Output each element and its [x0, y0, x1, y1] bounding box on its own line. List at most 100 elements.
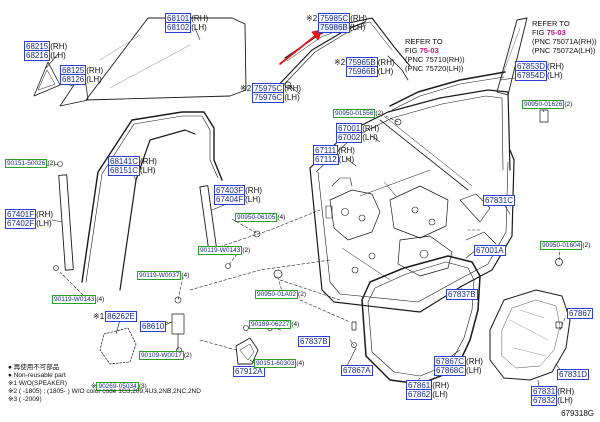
- part-callout-row: 67831(RH): [531, 386, 574, 397]
- fastener-number-link[interactable]: 90151-50026: [5, 159, 48, 168]
- legend: ● 再使用不可部品 ● Non-reusable part ※1 W/O(SPE…: [8, 364, 201, 404]
- quantity: (2): [183, 352, 192, 359]
- fastener-number-link[interactable]: 90119-W0143: [198, 246, 243, 255]
- part-number-link[interactable]: 75985C: [318, 13, 351, 24]
- fastener-number-link[interactable]: 90119-W0037: [137, 271, 182, 280]
- refer-line: (PNC 75710(RH)): [405, 55, 465, 64]
- figure-link[interactable]: 75-03: [419, 46, 439, 55]
- part-number-link[interactable]: 67867A: [341, 365, 373, 376]
- part-callout-row: 67862(LH): [406, 389, 449, 400]
- fastener-callout: 90950-01604(2): [540, 241, 590, 250]
- part-number-link[interactable]: 75986B: [318, 22, 350, 33]
- side-indicator: (RH): [36, 210, 54, 219]
- part-number-link[interactable]: 67861: [406, 380, 433, 391]
- fastener-number-link[interactable]: 90109-W0017: [139, 351, 184, 360]
- part-number-link[interactable]: 67404F: [214, 194, 246, 205]
- part-number-link[interactable]: 67001: [336, 123, 363, 134]
- part-number-link[interactable]: 67831C: [483, 195, 516, 206]
- part-callout: 68101(RH)68102(LH): [165, 13, 208, 33]
- part-callout-row: 67867A: [341, 365, 373, 376]
- part-number-link[interactable]: 67831D: [557, 369, 590, 380]
- quantity: (4): [291, 321, 300, 328]
- door-glass: [85, 17, 247, 101]
- fastener-number-link[interactable]: 90950-06105: [235, 213, 278, 222]
- inside-handle: [235, 337, 259, 365]
- fastener-number-link[interactable]: 90151-60303: [254, 359, 297, 368]
- part-callout: 67837B: [446, 289, 478, 300]
- part-number-link[interactable]: 67867: [567, 308, 594, 319]
- part-number-link[interactable]: 68141C: [108, 156, 141, 167]
- part-number-link[interactable]: 67111: [313, 145, 339, 156]
- part-number-link[interactable]: 68102: [165, 22, 192, 33]
- side-indicator: (RH): [50, 42, 68, 51]
- side-indicator: (LH): [36, 219, 52, 228]
- refer-line: (PNC 75072A(LH)): [532, 46, 596, 55]
- side-indicator: (LH): [377, 67, 394, 76]
- part-number-link[interactable]: 75966B: [346, 66, 378, 77]
- part-number-link[interactable]: 67002: [336, 132, 363, 143]
- quantity: (2): [47, 160, 56, 167]
- part-callout-row: 67867C(RH): [434, 356, 483, 367]
- part-callout-row: 68216(LH): [24, 50, 67, 61]
- footnote-mark: ※2: [334, 58, 346, 67]
- legend-line: ※1 W/O(SPEAKER): [8, 380, 67, 387]
- part-number-link[interactable]: 67403F: [214, 185, 246, 196]
- pillar-garnish: [496, 17, 528, 96]
- fastener-callout: ※90269-05034(3): [91, 382, 147, 391]
- part-number-link[interactable]: 67867C: [434, 356, 467, 367]
- side-indicator: (LH): [140, 166, 156, 175]
- belt-moulding-upper: [284, 17, 411, 67]
- part-number-link[interactable]: 68216: [24, 50, 51, 61]
- part-number-link[interactable]: 68215: [24, 41, 51, 52]
- part-number-link[interactable]: 67854D: [515, 70, 548, 81]
- part-number-link[interactable]: 75965B: [346, 57, 378, 68]
- fastener-number-link[interactable]: 90950-01626: [522, 100, 565, 109]
- side-indicator: (LH): [338, 155, 355, 164]
- part-number-link[interactable]: 86262E: [105, 311, 137, 322]
- side-indicator: (RH): [547, 62, 564, 71]
- part-number-link[interactable]: 67853D: [515, 61, 548, 72]
- fastener-number-link[interactable]: 90950-01604: [540, 241, 583, 250]
- figure-link[interactable]: 75-03: [546, 28, 566, 37]
- footnote-mark: ※2: [306, 14, 318, 23]
- part-callout-row: 68610: [140, 321, 167, 332]
- inner-weatherstrip: [389, 71, 506, 107]
- part-number-link[interactable]: 67837B: [446, 289, 478, 300]
- side-indicator: (LH): [50, 51, 66, 60]
- side-indicator: (LH): [191, 23, 207, 32]
- side-indicator: (RH): [140, 157, 157, 166]
- part-number-link[interactable]: 75976C: [252, 92, 285, 103]
- part-number-link[interactable]: 67862: [406, 389, 433, 400]
- part-callout: 67912A: [233, 366, 265, 377]
- fastener-number-link[interactable]: 90950-01556: [333, 109, 376, 118]
- part-callout-row: 67001(RH): [336, 123, 379, 134]
- part-number-link[interactable]: 68126: [60, 74, 87, 85]
- footnote-mark: ※: [91, 383, 97, 390]
- fastener-number-link[interactable]: 90269-05034: [96, 382, 139, 391]
- part-callout: 67861(RH)67862(LH): [406, 380, 449, 400]
- part-number-link[interactable]: 67868C: [434, 365, 467, 376]
- part-number-link[interactable]: 67112: [313, 154, 339, 165]
- part-number-link[interactable]: 67401F: [5, 209, 37, 220]
- part-number-link[interactable]: 67402F: [5, 218, 37, 229]
- part-callout: 67837B: [298, 336, 330, 347]
- part-callout: 67001(RH)67002(LH): [336, 123, 379, 143]
- part-number-link[interactable]: 67912A: [233, 366, 265, 377]
- fastener-number-link[interactable]: 90950-01A02: [255, 290, 299, 299]
- part-number-link[interactable]: 68151C: [108, 165, 141, 176]
- fastener-number-link[interactable]: 90119-W0143: [52, 295, 97, 304]
- legend-line: ※2 ( -1805) ; (1805- ) W/O color code 1G…: [8, 388, 201, 395]
- part-number-link[interactable]: 67837B: [298, 336, 330, 347]
- part-number-link[interactable]: 67001A: [474, 245, 506, 256]
- part-number-link[interactable]: 75975C: [252, 83, 285, 94]
- part-number-link[interactable]: 68125: [60, 65, 87, 76]
- part-number-link[interactable]: 68101: [165, 13, 192, 24]
- part-number-link[interactable]: 67831: [531, 386, 558, 397]
- quantity: (4): [277, 214, 286, 221]
- part-callout: 68141C(RH)68151C(LH): [108, 156, 157, 176]
- part-number-link[interactable]: 67832: [531, 395, 558, 406]
- part-number-link[interactable]: 68610: [140, 321, 167, 332]
- fastener-number-link[interactable]: 90189-06227: [249, 320, 292, 329]
